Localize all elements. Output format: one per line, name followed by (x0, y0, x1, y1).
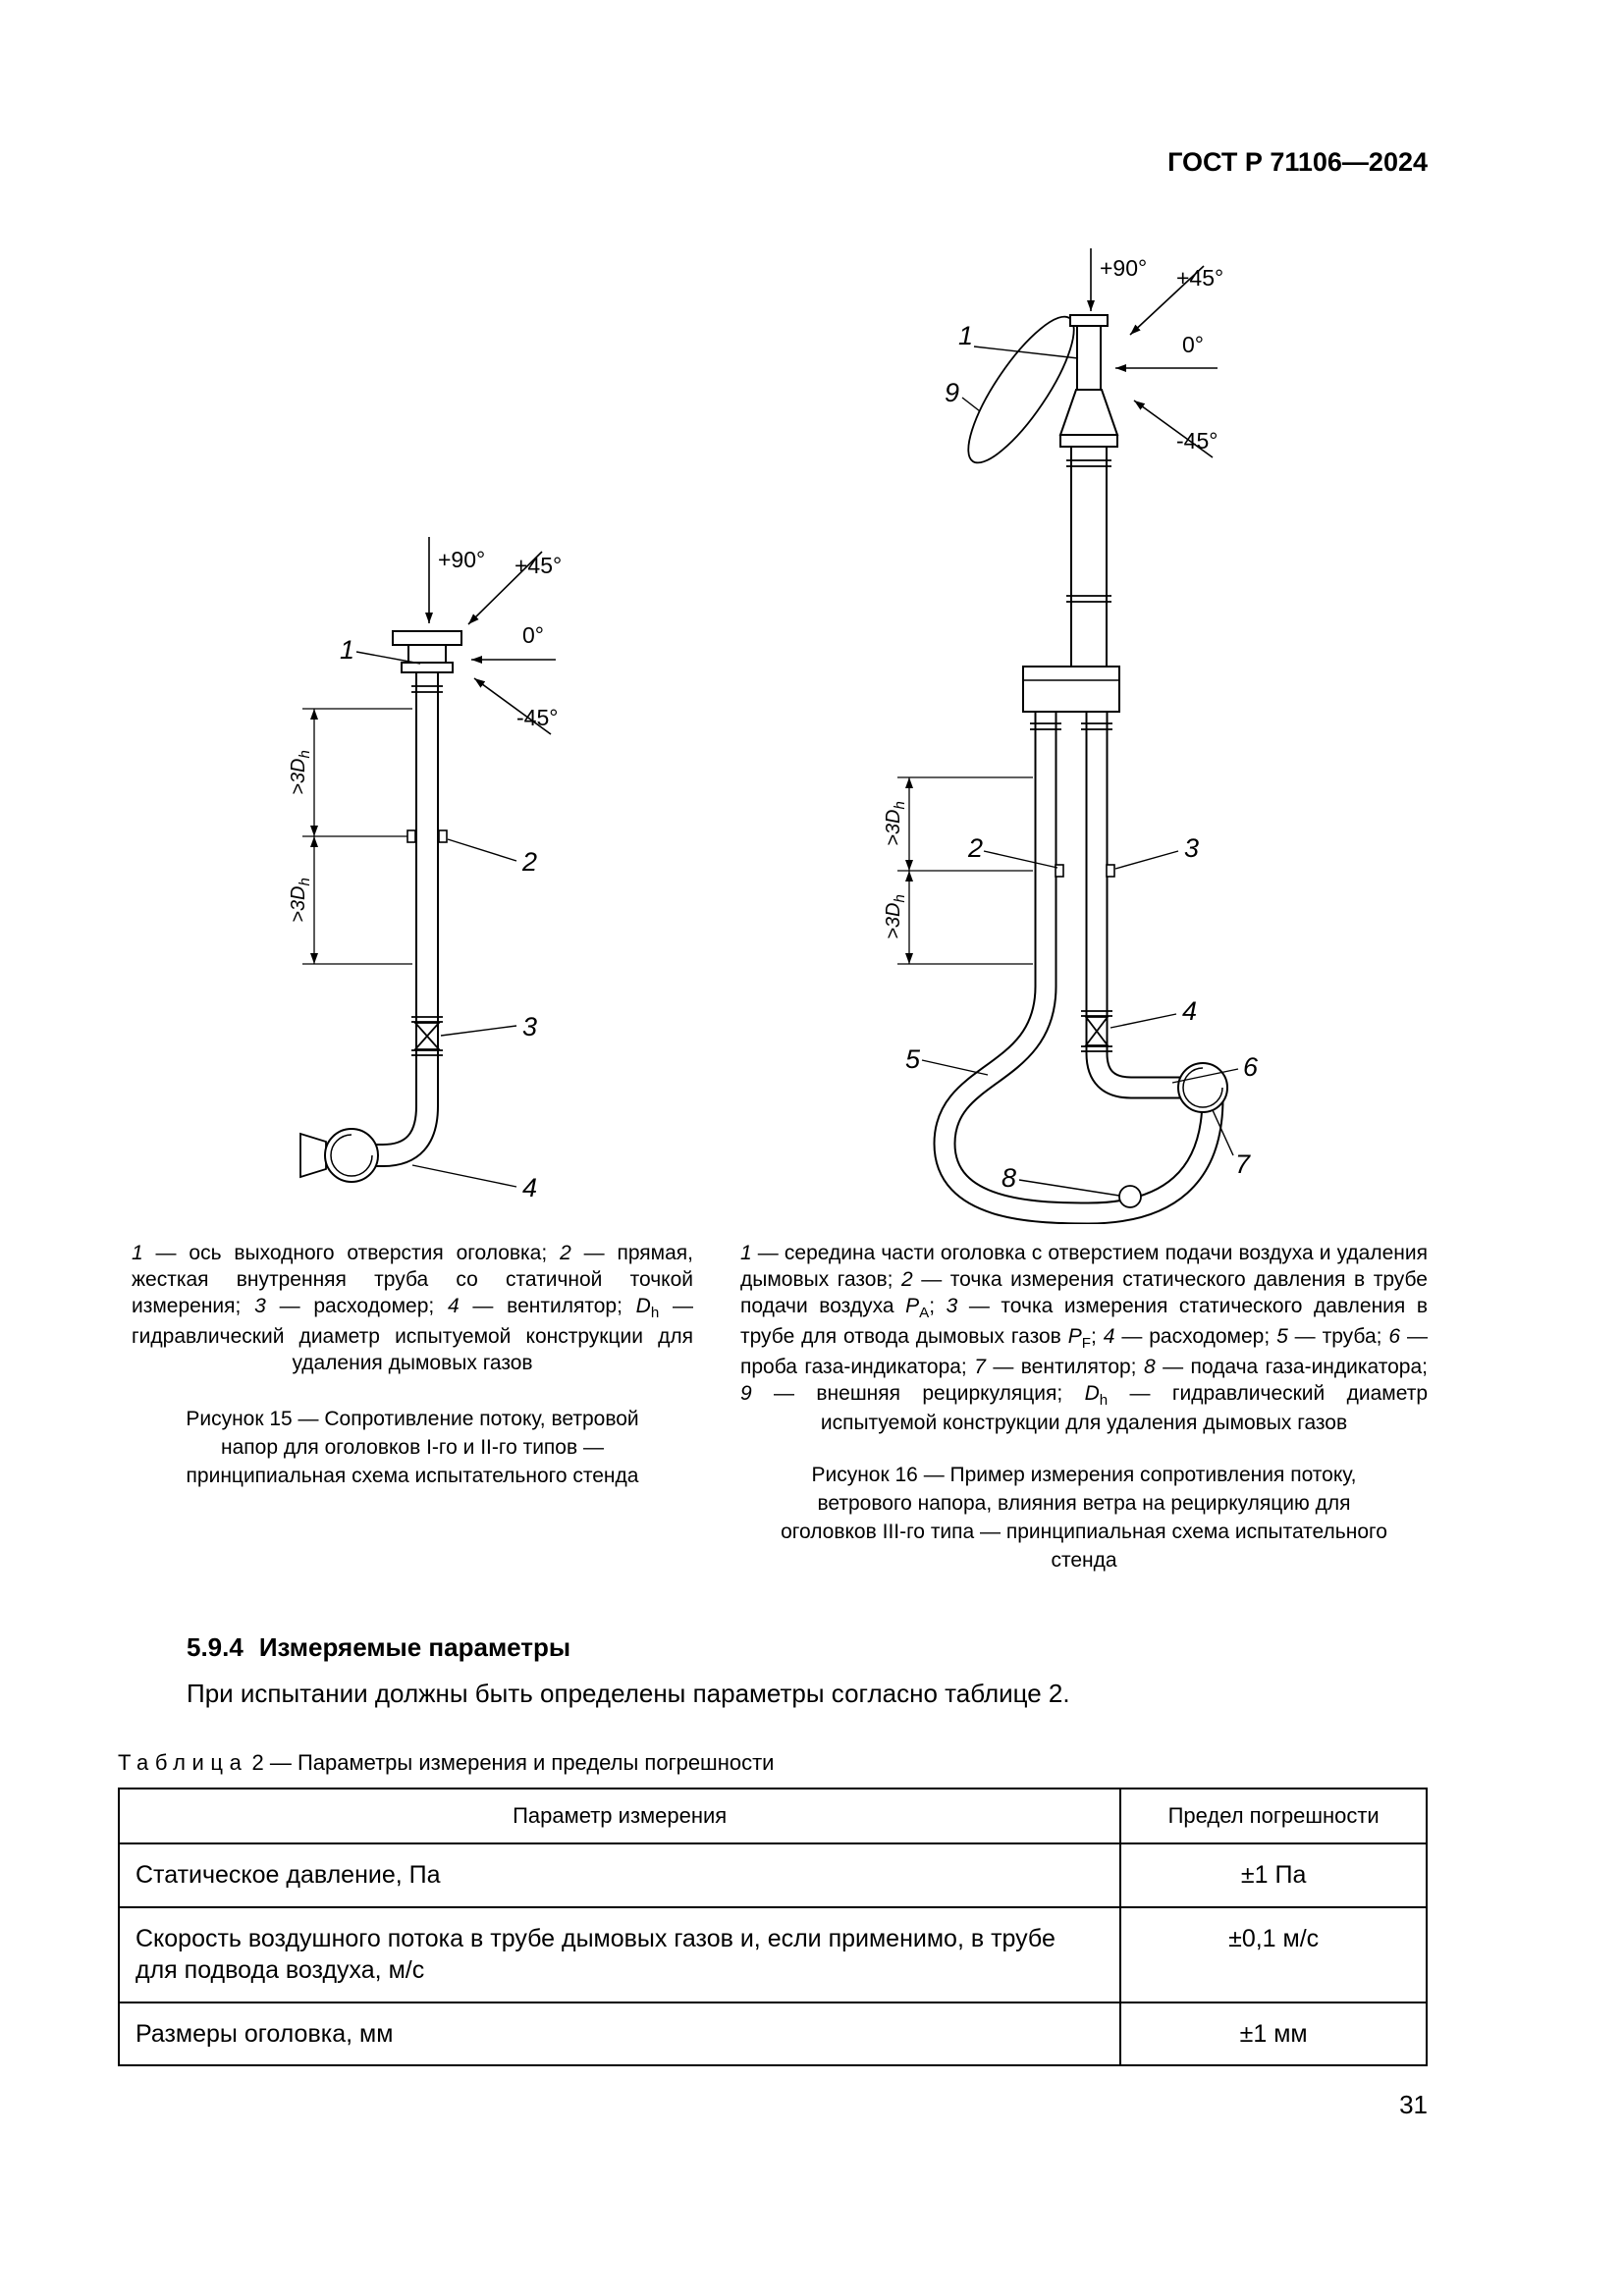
parameters-table: Параметр измерения Предел погрешности Ст… (117, 1788, 1428, 2067)
fig16-pipes (933, 325, 1224, 1224)
fig16-part-label-7: 7 (1235, 1149, 1251, 1179)
page-number: 31 (1399, 2090, 1428, 2120)
fig15-angle-plus45: +45° (514, 553, 562, 578)
figures-row: >3Dh >3Dh (118, 242, 1428, 1575)
section-heading: 5.9.4 Измеряемые параметры (187, 1632, 1428, 1663)
fig16-dimension (897, 776, 1033, 965)
fig15-flowmeter-icon (411, 1016, 443, 1056)
fig16-wind-arrows (1087, 248, 1218, 458)
table-row: Скорость воздушного потока в трубе дымов… (117, 1905, 1428, 2003)
figure-15-caption: Рисунок 15 — Сопротивление потоку, ветро… (186, 1408, 639, 1487)
fig16-angle-plus90: +90° (1100, 255, 1147, 281)
param-cell: Скорость воздушного потока в трубе дымов… (117, 1905, 1122, 2003)
table-header-row: Параметр измерения Предел погрешности (117, 1788, 1428, 1845)
figure-16-diagram: >3Dh >3Dh (883, 248, 1259, 1224)
fig16-gas-inlet (1118, 1185, 1142, 1208)
section-title: Измеряемые параметры (258, 1632, 571, 1663)
fig15-wind-arrows (425, 537, 556, 735)
fig15-part-label-3: 3 (522, 1012, 537, 1041)
fig16-angle-minus45: -45° (1176, 428, 1218, 454)
fig15-dim-lower: >3Dh (288, 878, 313, 923)
fig15-dim-upper: >3Dh (288, 750, 313, 795)
figure-15-legend: 1 — ось выходного отверстия оголовка; 2 … (132, 1242, 693, 1374)
fig16-plenum (1022, 666, 1120, 713)
limit-cell: ±1 Па (1119, 1842, 1428, 1908)
fig15-part-label-1: 1 (340, 635, 354, 665)
fig15-part-label-4: 4 (522, 1173, 537, 1202)
table-header-parameter: Параметр измерения (117, 1788, 1122, 1845)
fig15-angle-plus90: +90° (438, 547, 485, 572)
fig15-terminal (392, 630, 462, 673)
limit-cell: ±1 мм (1119, 2001, 1428, 2067)
fig16-part-label-9: 9 (945, 378, 959, 407)
table-label-number: 2 (251, 1750, 264, 1776)
fig16-dim-upper: >3Dh (883, 801, 908, 846)
section-number: 5.9.4 (187, 1632, 244, 1663)
fig16-part-label-3: 3 (1184, 833, 1199, 863)
fig16-flange-ticks (1030, 459, 1112, 730)
fig15-dimension (302, 708, 412, 965)
fig15-flange-ticks (411, 685, 443, 693)
fig15-part-label-2: 2 (521, 847, 537, 877)
fig16-terminal (1058, 314, 1119, 448)
fig16-part-label-4: 4 (1182, 996, 1197, 1026)
param-cell: Статическое давление, Па (117, 1842, 1122, 1908)
table-row: Статическое давление, Па ±1 Па (117, 1842, 1428, 1908)
table-label-text: — Параметры измерения и пределы погрешно… (269, 1750, 775, 1776)
fig15-angle-minus45: -45° (516, 705, 558, 730)
fig16-fan-icon (1177, 1062, 1228, 1113)
figure-16-caption: Рисунок 16 — Пример измерения сопротивле… (781, 1464, 1387, 1573)
section-paragraph: При испытании должны быть определены пар… (187, 1679, 1070, 1709)
fig15-pipe (353, 670, 439, 1167)
fig15-angle-0: 0° (522, 622, 544, 648)
fig16-flowmeter-icon (1081, 1010, 1112, 1052)
fig15-pressure-tap (406, 829, 448, 843)
fig15-fan-icon (299, 1128, 379, 1183)
figure-16-block: >3Dh >3Dh (740, 242, 1428, 1575)
fig16-part-label-6: 6 (1243, 1052, 1259, 1082)
doc-header: ГОСТ Р 71106—2024 (1167, 147, 1428, 177)
figure-15-block: >3Dh >3Dh (118, 242, 707, 1575)
fig16-dim-lower: >3Dh (883, 894, 908, 939)
table-label-word: Таблица (118, 1750, 248, 1776)
table-header-limit: Предел погрешности (1119, 1788, 1428, 1845)
figure-16-legend: 1 — середина части оголовка с отверстием… (740, 1242, 1429, 1435)
fig16-leaders (921, 346, 1239, 1197)
fig16-part-label-1: 1 (958, 321, 973, 350)
param-cell: Размеры оголовка, мм (117, 2001, 1122, 2067)
fig16-part-label-2: 2 (967, 833, 983, 863)
table-row: Размеры оголовка, мм ±1 мм (117, 2001, 1428, 2067)
fig16-part-label-5: 5 (905, 1044, 921, 1074)
fig16-pressure-taps (1055, 864, 1115, 878)
limit-cell: ±0,1 м/с (1119, 1905, 1428, 2003)
fig16-part-label-8: 8 (1001, 1163, 1016, 1193)
fig15-leaders (355, 651, 517, 1188)
fig16-angle-plus45: +45° (1176, 265, 1223, 291)
fig16-angle-0: 0° (1182, 332, 1204, 357)
figure-15-diagram: >3Dh >3Dh (288, 537, 562, 1202)
